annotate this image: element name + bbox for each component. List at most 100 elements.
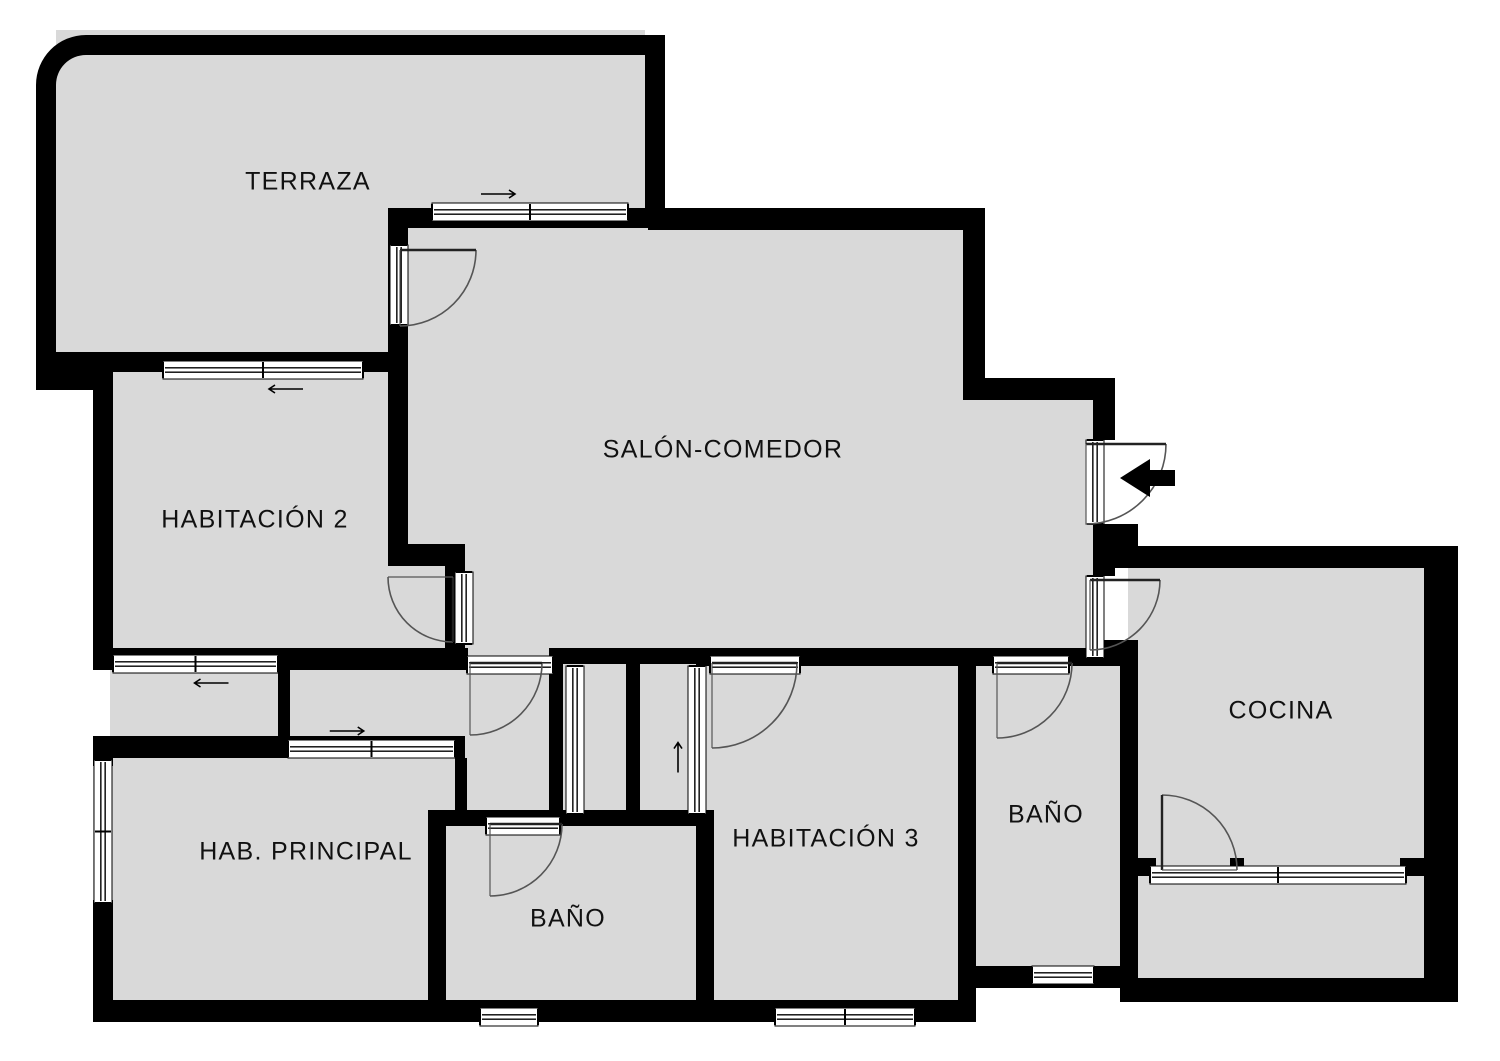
door-swing-arc xyxy=(469,662,543,736)
room-label-salon: SALÓN-COMEDOR xyxy=(603,435,844,464)
window-layer xyxy=(93,189,1407,1027)
w-habprincipal-left xyxy=(93,759,113,904)
wall-salon-step xyxy=(963,378,1115,400)
w-salon-door-top xyxy=(1085,439,1105,525)
window-slide-arrow-icon xyxy=(551,741,561,773)
room-label-bano_centro: BAÑO xyxy=(530,904,606,933)
habitacion2-floor xyxy=(93,370,465,660)
door-swing-layer xyxy=(387,248,1238,897)
room-label-habitacion2: HABITACIÓN 2 xyxy=(161,505,348,534)
w-terraza-right xyxy=(431,189,629,222)
door-terraza-salon xyxy=(399,248,477,327)
wall-hab3-right xyxy=(958,648,976,1022)
salon-floor xyxy=(390,210,1095,660)
wall-bano-centro-right xyxy=(696,810,714,1022)
wall-closet-divider xyxy=(278,648,290,748)
window-frame xyxy=(454,571,474,645)
wall-closet-c-divider xyxy=(626,656,640,824)
corridor-floor xyxy=(465,660,560,820)
w-closet-left xyxy=(112,654,279,688)
wall-node-hab2-corridor xyxy=(445,648,467,670)
entrance-arrow-icon xyxy=(1120,459,1175,497)
wall-habprincipal-bottom xyxy=(93,1000,438,1022)
door-swing-arc xyxy=(996,662,1073,739)
wall-bano-centro-bottom xyxy=(428,1000,718,1022)
closet-right-floor xyxy=(285,665,465,745)
wall-closet-right-top xyxy=(278,648,468,670)
wall-corridor-left-lower xyxy=(455,758,467,822)
window-frame xyxy=(992,655,1070,675)
wall-hab2-right-upper xyxy=(388,352,408,552)
closet-left-floor xyxy=(110,660,280,745)
door-cocina-hall xyxy=(1089,578,1161,651)
window-frame xyxy=(479,1007,539,1027)
wall-salon-right-upper xyxy=(963,208,985,382)
cocina-floor xyxy=(1128,548,1458,1000)
w-bano-centro-top xyxy=(485,816,561,836)
window-frame xyxy=(687,665,707,815)
w-hab2-door xyxy=(454,571,474,645)
window-slide-arrow-icon xyxy=(481,189,517,199)
wall-closets-c-bottom xyxy=(549,810,712,826)
wall-jamb-terraza-door-top xyxy=(388,228,408,248)
window-frame xyxy=(1085,439,1105,525)
door-swing-arc xyxy=(387,576,454,643)
w-bano-der-top xyxy=(992,655,1070,675)
wall-hall-right-stub xyxy=(1093,524,1138,548)
window-slide-arrow-icon xyxy=(267,384,303,394)
w-corridor-top-b xyxy=(709,655,801,675)
room-label-hab_principal: HAB. PRINCIPAL xyxy=(199,838,413,866)
habprincipal-floor xyxy=(93,745,465,1010)
door-cocina-inner xyxy=(1160,794,1238,871)
wall-cocina-bottom xyxy=(1120,978,1458,1002)
wall-closet-left-bottom xyxy=(93,736,283,758)
w-cocina-bottom xyxy=(1149,865,1407,885)
window-slide-arrow-icon xyxy=(329,726,366,736)
wall-jamb-terraza-door-bottom xyxy=(388,322,408,354)
window-frame xyxy=(485,816,561,836)
door-swing-arc xyxy=(1085,443,1167,525)
wall-corridor-right xyxy=(549,648,563,822)
wall-closets-c-top xyxy=(549,648,712,664)
wall-hab2-left xyxy=(93,352,113,668)
window-frame xyxy=(1031,965,1095,985)
w-closet-c2 xyxy=(673,665,707,815)
door-hab2-salon xyxy=(387,576,455,643)
door-habprincipal xyxy=(469,661,543,736)
entrance-marker-layer xyxy=(1120,459,1175,497)
door-swing-arc xyxy=(489,823,563,897)
w-bano-centro-bot xyxy=(479,1007,539,1027)
door-habitacion3 xyxy=(711,661,798,749)
window-frame xyxy=(466,655,554,675)
window-frame xyxy=(389,244,409,326)
w-closet-right xyxy=(287,726,456,759)
terraza-floor xyxy=(56,30,645,370)
window-frame xyxy=(1085,575,1105,659)
room-label-terraza: TERRAZA xyxy=(245,168,371,196)
w-habitacion3-bot xyxy=(774,1007,916,1027)
wall-cocina-top xyxy=(1110,546,1458,568)
bano-centro-floor xyxy=(428,820,705,1010)
door-swing-arc xyxy=(1161,794,1238,871)
w-salon-door-bot xyxy=(1085,575,1105,659)
wall-bano-centro-left xyxy=(428,810,446,1022)
wall-habprincipal-left-bottom xyxy=(93,900,113,1022)
window-frame xyxy=(565,665,585,815)
room-label-habitacion3: HABITACIÓN 3 xyxy=(732,824,919,853)
wall-salon-right-above-door xyxy=(1093,378,1115,440)
w-corridor-top-a xyxy=(466,655,554,675)
closet-c2-floor xyxy=(633,660,705,820)
w-bano-der-bot xyxy=(1031,965,1095,985)
window-slide-arrow-icon xyxy=(673,741,683,773)
habitacion3-floor xyxy=(705,660,965,1010)
door-swing-arc xyxy=(399,249,477,327)
door-swing-arc xyxy=(711,662,798,749)
door-bano-derecha xyxy=(996,661,1073,739)
w-closet-c1 xyxy=(551,665,585,815)
window-frame xyxy=(709,655,801,675)
wall-cocina-right xyxy=(1424,546,1458,1002)
w-terraza-bottom xyxy=(162,360,364,394)
